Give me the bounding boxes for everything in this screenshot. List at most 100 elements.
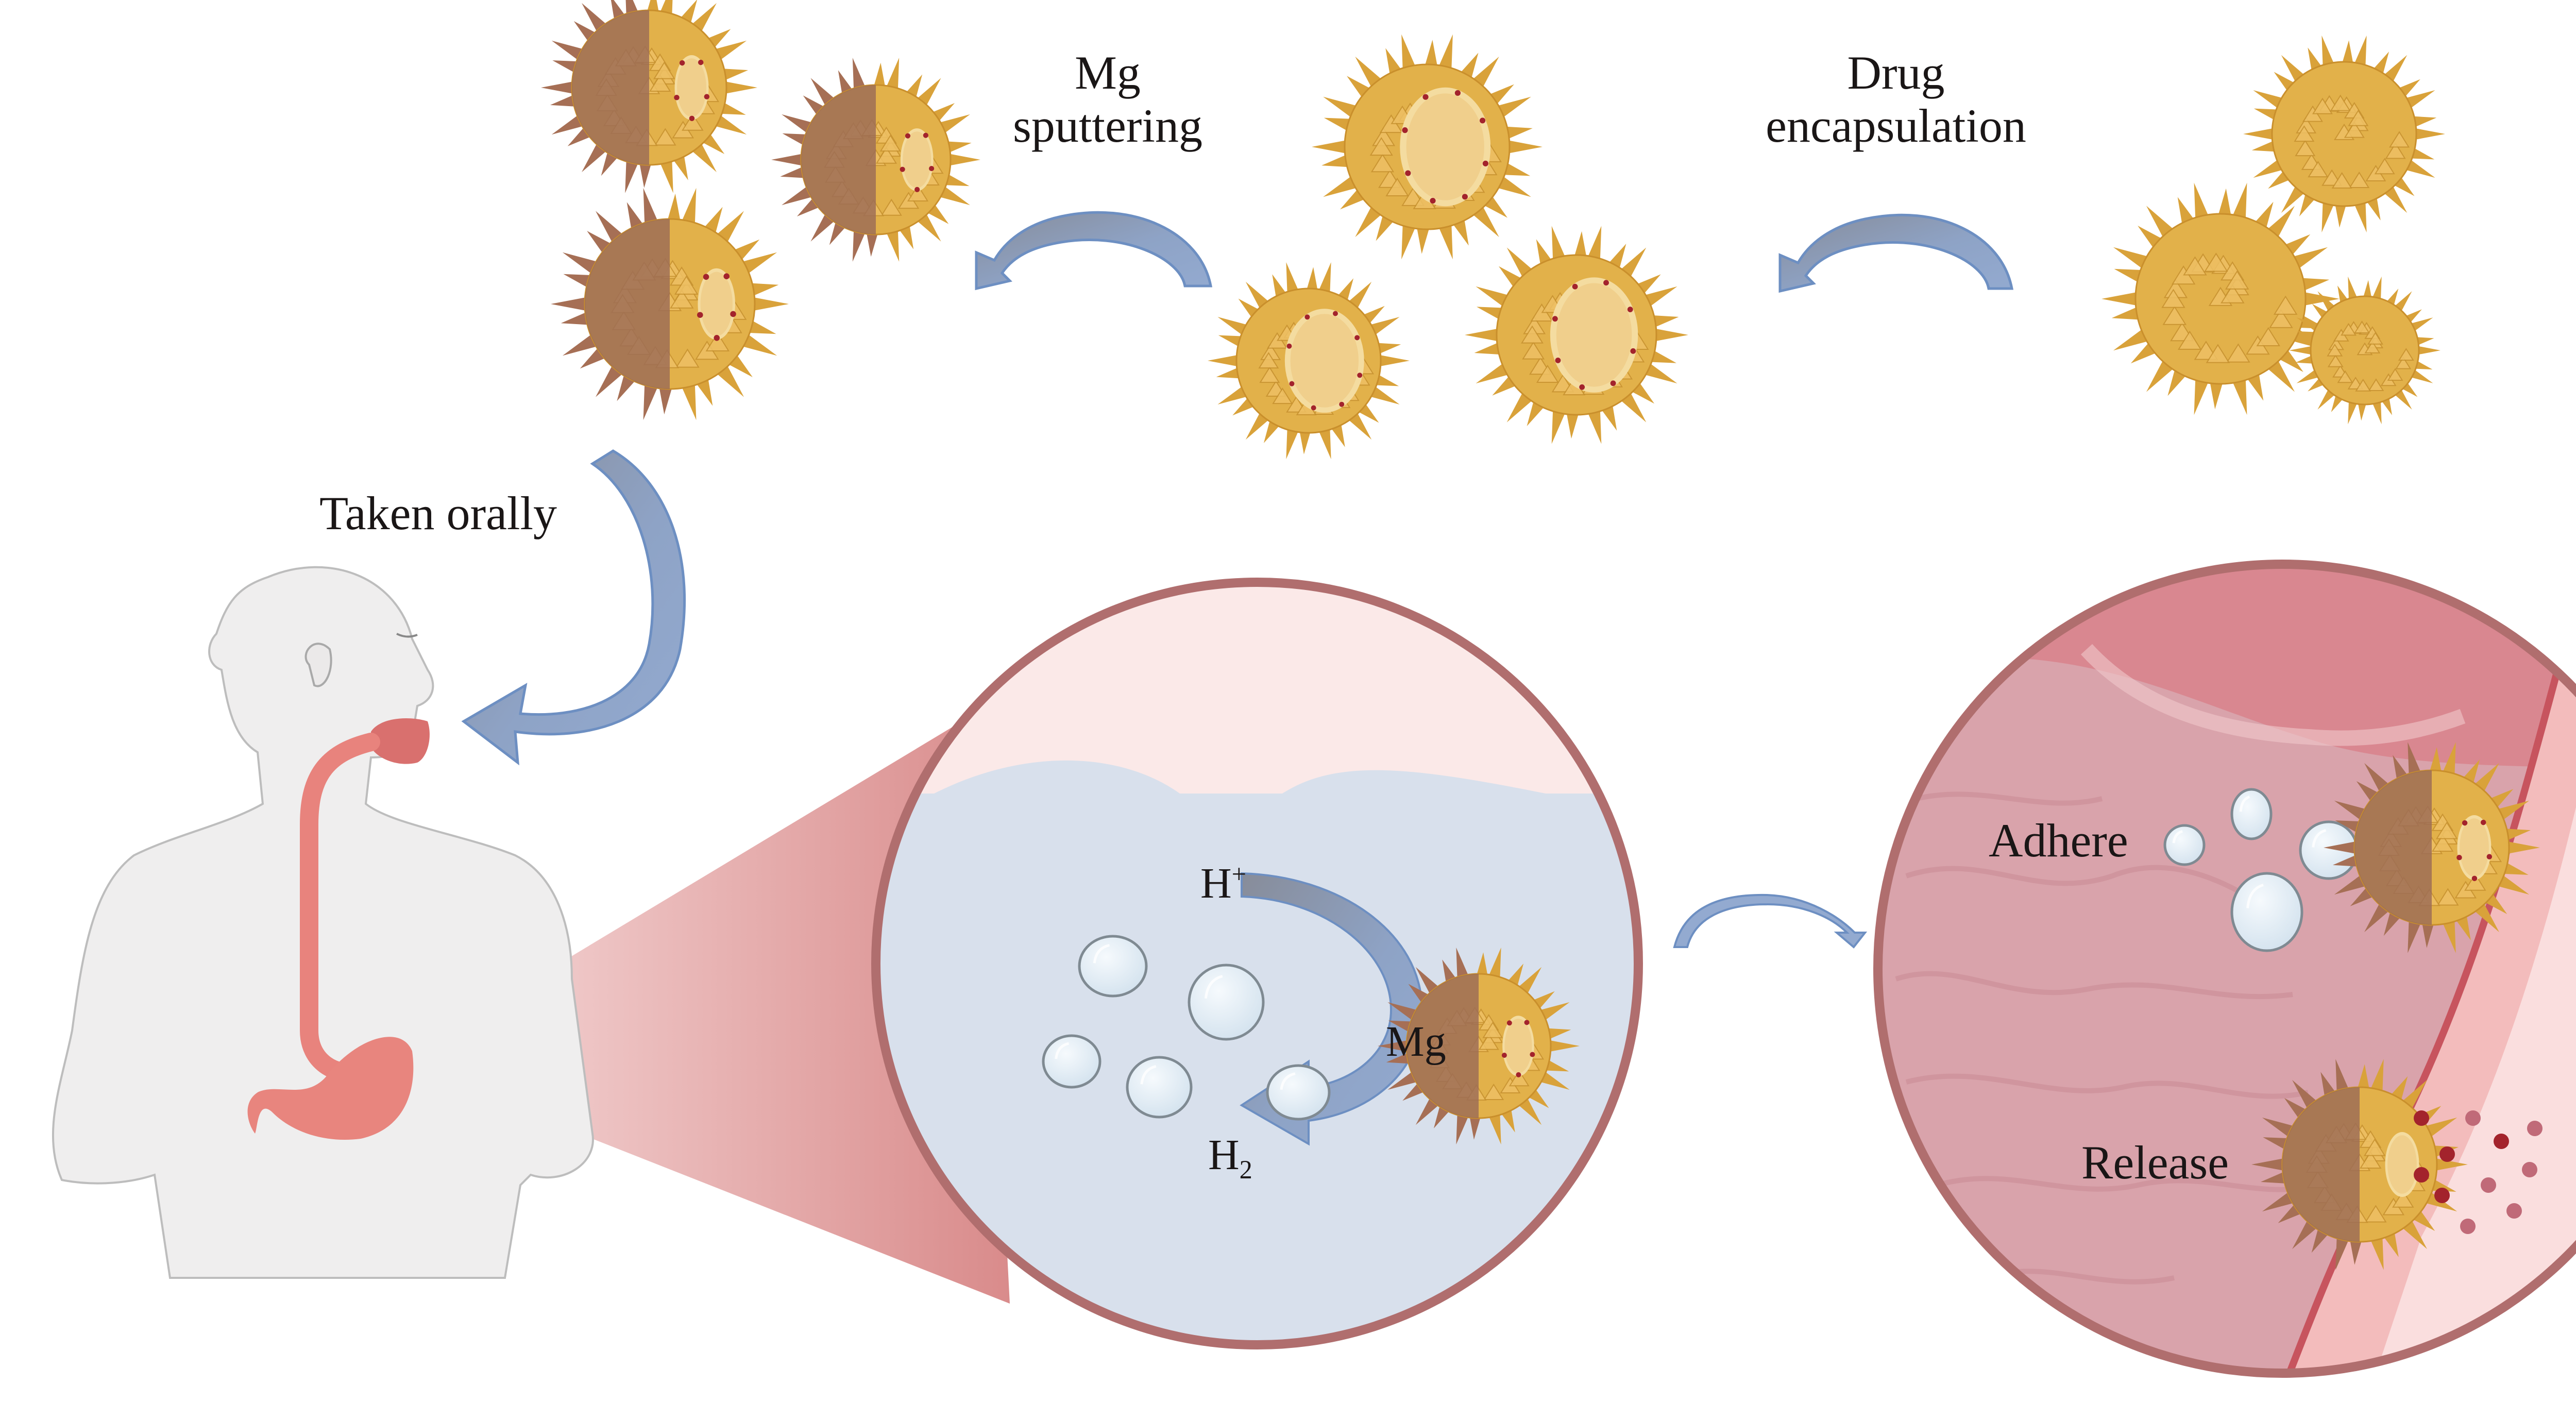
surface-texture [2294,94,2410,189]
h2-subscript: 2 [1239,1155,1252,1184]
spike [944,153,980,167]
drug-loaded-pollen-3 [1465,226,1688,444]
spike [1375,354,1410,367]
drug-molecule [2486,854,2493,859]
taken-orally-arrow [461,449,686,766]
h2-label: H2 [1208,1131,1252,1184]
spike [2410,127,2445,141]
stomach-organ [247,1037,414,1140]
surface-texture [572,10,720,165]
released-drug-particles [2414,1110,2543,1234]
mg-pollen-in-stomach [1378,947,1580,1145]
spike [2102,291,2143,307]
spike [2243,127,2278,141]
drug-molecule [1572,283,1578,290]
drug-molecule [1524,1020,1530,1025]
spike [551,296,592,312]
drug-molecule [1579,384,1585,390]
drug-molecule [1482,160,1488,166]
drug-molecule [1289,381,1295,386]
drug-molecule [679,60,685,66]
drug-molecule [704,94,710,99]
drug-molecule [2462,820,2468,826]
drug-particle [2414,1167,2429,1183]
drug-cavity [1504,1019,1532,1073]
mg-pollen-adhered [2324,742,2540,953]
drug-loaded-pollen-1 [1312,34,1543,260]
mg-sputtering-arrow [975,211,1213,291]
spike [1502,139,1543,155]
drug-molecule [1610,380,1616,386]
spike [1378,1039,1413,1053]
surface-texture [2161,252,2298,363]
ear [304,643,332,687]
drug-molecule [1630,348,1636,354]
spike [771,153,808,167]
drug-molecule [714,335,720,341]
drug-molecule [1422,94,1429,100]
h-plus-symbol: H [1200,859,1232,907]
mg-pollen-3 [551,188,789,420]
drug-encapsulation-line1: Drug [1847,46,1945,99]
spike [1465,327,1504,343]
hydrogen-bubble [1188,964,1265,1041]
drug-molecule [2456,855,2462,860]
raw-pollen-large [2102,182,2340,415]
drug-molecule [1311,405,1316,411]
h-plus-charge: + [1231,859,1247,888]
drug-molecule [723,273,730,279]
drug-molecule [905,133,911,139]
spike [2414,345,2441,356]
h2-symbol: H [1208,1131,1240,1179]
drug-molecule [929,166,935,172]
raw-pollen-small [2289,276,2441,425]
drug-molecule [1516,1072,1521,1077]
hydrogen-bubble [1126,1056,1193,1119]
spike [2251,1157,2289,1172]
drug-molecule [1627,307,1633,312]
drug-cavity [677,58,706,117]
zoom-cone [397,711,1010,1304]
drug-encapsulation-arrow [1778,213,2014,293]
drug-cavity [700,272,733,336]
surface-texture [2327,320,2414,392]
drug-molecule [1304,314,1310,320]
drug-cavity [2387,1135,2417,1194]
drug-molecule [689,115,695,122]
spike [1649,327,1688,343]
drug-particle [2506,1203,2522,1219]
drug-molecule [1506,1020,1512,1026]
closed-eye [396,633,418,638]
drug-molecule [698,59,704,65]
drug-molecule [703,274,709,280]
drug-cavity [1290,314,1359,408]
spike [1208,354,1243,367]
drug-molecule [1454,90,1461,96]
mg-pollen-2 [771,58,980,262]
drug-molecule [914,187,920,192]
drug-cavity [2460,818,2489,877]
hydrogen-bubble [2230,872,2303,952]
drug-particle [2434,1188,2450,1203]
hydrogen-bubble [2230,788,2273,840]
spike [748,296,789,312]
drug-molecule [1354,335,1360,341]
spike [541,80,579,95]
drug-molecule [697,312,703,318]
hydrogen-bubble [1078,935,1148,998]
surface-texture [1521,277,1649,396]
adhere-label: Adhere [1989,814,2128,867]
drug-molecule [1357,373,1363,378]
mg-pollen-1 [541,0,757,193]
h-plus-label: H+ [1200,859,1246,908]
mg-sputtering-line2: sputtering [1013,99,1202,153]
drug-encapsulation-label: Drug encapsulation [1741,46,2050,153]
spike [2430,1157,2468,1172]
spike [2324,840,2361,855]
drug-molecule [1603,280,1609,286]
mg-pollen-releasing [2251,1059,2468,1270]
hydrogen-bubbles-stomach [1042,935,1331,1121]
drug-particle [2414,1110,2429,1126]
